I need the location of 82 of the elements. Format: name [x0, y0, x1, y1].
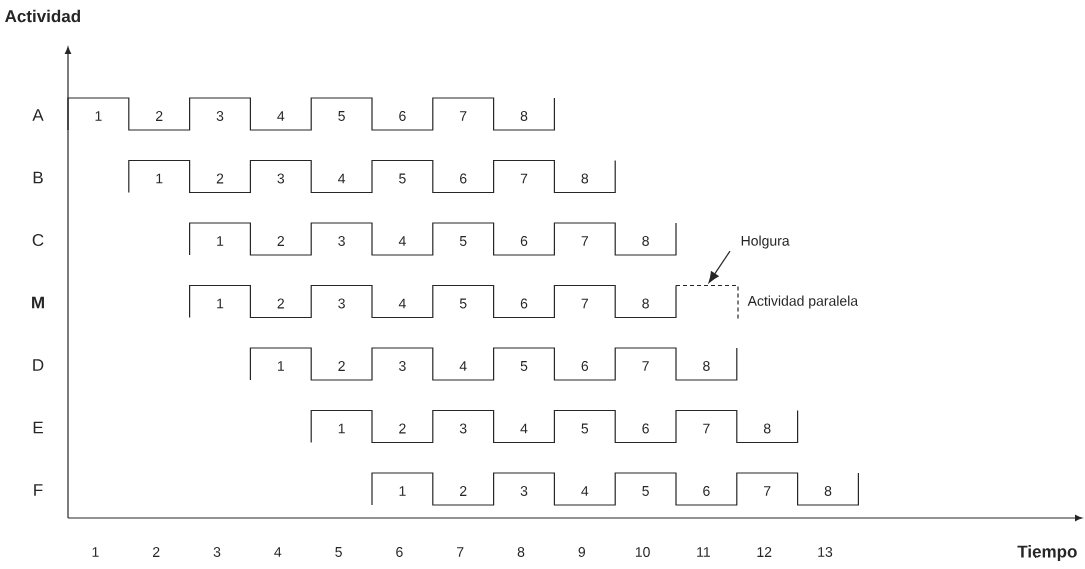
tick-label: 5	[335, 547, 342, 557]
segment-number: 2	[216, 173, 224, 184]
segment-number: 3	[520, 486, 528, 496]
segment-number: 3	[277, 173, 285, 184]
segment-number: 1	[278, 361, 284, 371]
row-label: M	[32, 296, 44, 309]
segment-number: 3	[216, 111, 224, 121]
segment-number: 5	[338, 111, 345, 121]
tick-label: 1	[92, 547, 99, 557]
row-label: A	[32, 109, 44, 121]
segment-number: 4	[581, 486, 589, 496]
row-label: D	[33, 359, 44, 371]
segment-number: 5	[520, 361, 528, 371]
tick-label: 6	[396, 547, 403, 557]
segment-number: 1	[217, 236, 224, 246]
row-label: B	[33, 171, 43, 184]
row-label: C	[32, 233, 44, 246]
tick-label: 7	[457, 547, 464, 557]
segment-number: 8	[642, 298, 649, 309]
segment-number: 8	[642, 236, 649, 246]
segment-number: 7	[764, 486, 771, 496]
segment-number: 7	[581, 298, 588, 309]
segment-number: 6	[703, 486, 710, 496]
segment-number: 2	[277, 298, 284, 309]
tick-label: 11	[697, 547, 710, 557]
segment-number: 1	[338, 423, 345, 434]
segment-number: 7	[460, 111, 467, 121]
segment-number: 5	[581, 423, 589, 434]
segment-number: 7	[581, 236, 588, 246]
axis-title: Tiempo	[1017, 545, 1077, 561]
tick-label: 12	[757, 547, 772, 557]
segment-number: 2	[338, 361, 345, 371]
segment-number: 8	[763, 423, 771, 434]
segment-number: 3	[399, 361, 406, 371]
segment-number: 7	[520, 173, 528, 184]
row-label: F	[34, 484, 43, 496]
segment-number: 2	[460, 486, 467, 496]
tick-label: 4	[274, 547, 282, 557]
tick-label: 9	[578, 547, 586, 557]
segment-number: 6	[460, 173, 467, 184]
segment-number: 6	[520, 236, 528, 246]
segment-number: 2	[156, 111, 163, 121]
segment-number: 6	[642, 423, 649, 434]
segment-number: 4	[398, 236, 406, 246]
segment-number: 3	[459, 423, 467, 434]
segment-number: 8	[581, 173, 589, 184]
segment-number: 6	[520, 298, 528, 309]
segment-number: 3	[338, 298, 345, 309]
segment-number: 5	[459, 298, 467, 309]
segment-number: 1	[399, 486, 406, 496]
segment-number: 1	[217, 298, 224, 309]
tick-label: 13	[818, 547, 833, 557]
leader-arrow	[708, 250, 731, 283]
segment-number: 6	[581, 361, 589, 371]
segment-number: 4	[520, 423, 528, 434]
segment-number: 4	[459, 361, 467, 371]
callout-text: Holgura	[741, 235, 790, 249]
axis-title: Actividad	[5, 9, 80, 23]
tick-label: 3	[213, 547, 221, 557]
segment-number: 5	[642, 486, 649, 496]
segment-number: 8	[703, 361, 710, 371]
side-note: Actividad paralela	[747, 295, 859, 309]
segment-number: 4	[338, 173, 346, 184]
segment-number: 2	[399, 423, 406, 434]
segment-number: 7	[642, 361, 649, 371]
segment-number: 4	[277, 111, 285, 121]
row-label: E	[33, 421, 43, 434]
tick-label: 8	[517, 547, 525, 557]
tick-label: 10	[635, 547, 650, 557]
segment-number: 4	[398, 298, 406, 309]
tick-label: 2	[153, 547, 160, 557]
segment-number: 5	[399, 173, 406, 184]
segment-number: 6	[399, 111, 406, 121]
dashed-step	[675, 284, 739, 320]
segment-number: 1	[95, 111, 102, 121]
segment-number: 5	[459, 236, 467, 246]
segment-number: 8	[520, 111, 528, 121]
segment-number: 3	[338, 236, 345, 246]
segment-number: 2	[277, 236, 284, 246]
segment-number: 1	[156, 173, 163, 184]
segment-number: 7	[703, 423, 710, 434]
segment-number: 8	[824, 486, 832, 496]
